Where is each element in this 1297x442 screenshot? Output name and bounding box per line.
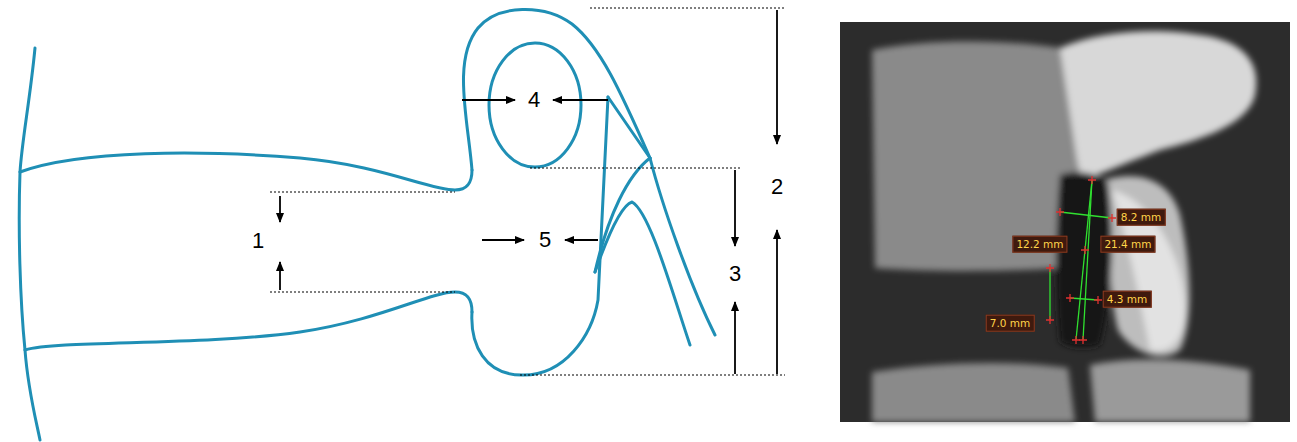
extension-lines: [270, 8, 785, 375]
ct-image: [840, 22, 1290, 422]
callout-number: 1: [250, 229, 266, 253]
measurement-label: 7.0 mm: [986, 315, 1035, 332]
callout-number: 5: [537, 228, 553, 252]
measurement-label: 4.3 mm: [1103, 291, 1152, 308]
vertebra-schematic: [19, 9, 715, 440]
measurement-label: 12.2 mm: [1012, 236, 1067, 253]
measurement-label: 8.2 mm: [1117, 209, 1166, 226]
measurement-label: 21.4 mm: [1100, 236, 1155, 253]
callout-number: 3: [727, 262, 743, 286]
dimension-arrows: [280, 10, 777, 374]
callout-number: 4: [526, 88, 542, 112]
callout-number: 2: [769, 175, 785, 199]
